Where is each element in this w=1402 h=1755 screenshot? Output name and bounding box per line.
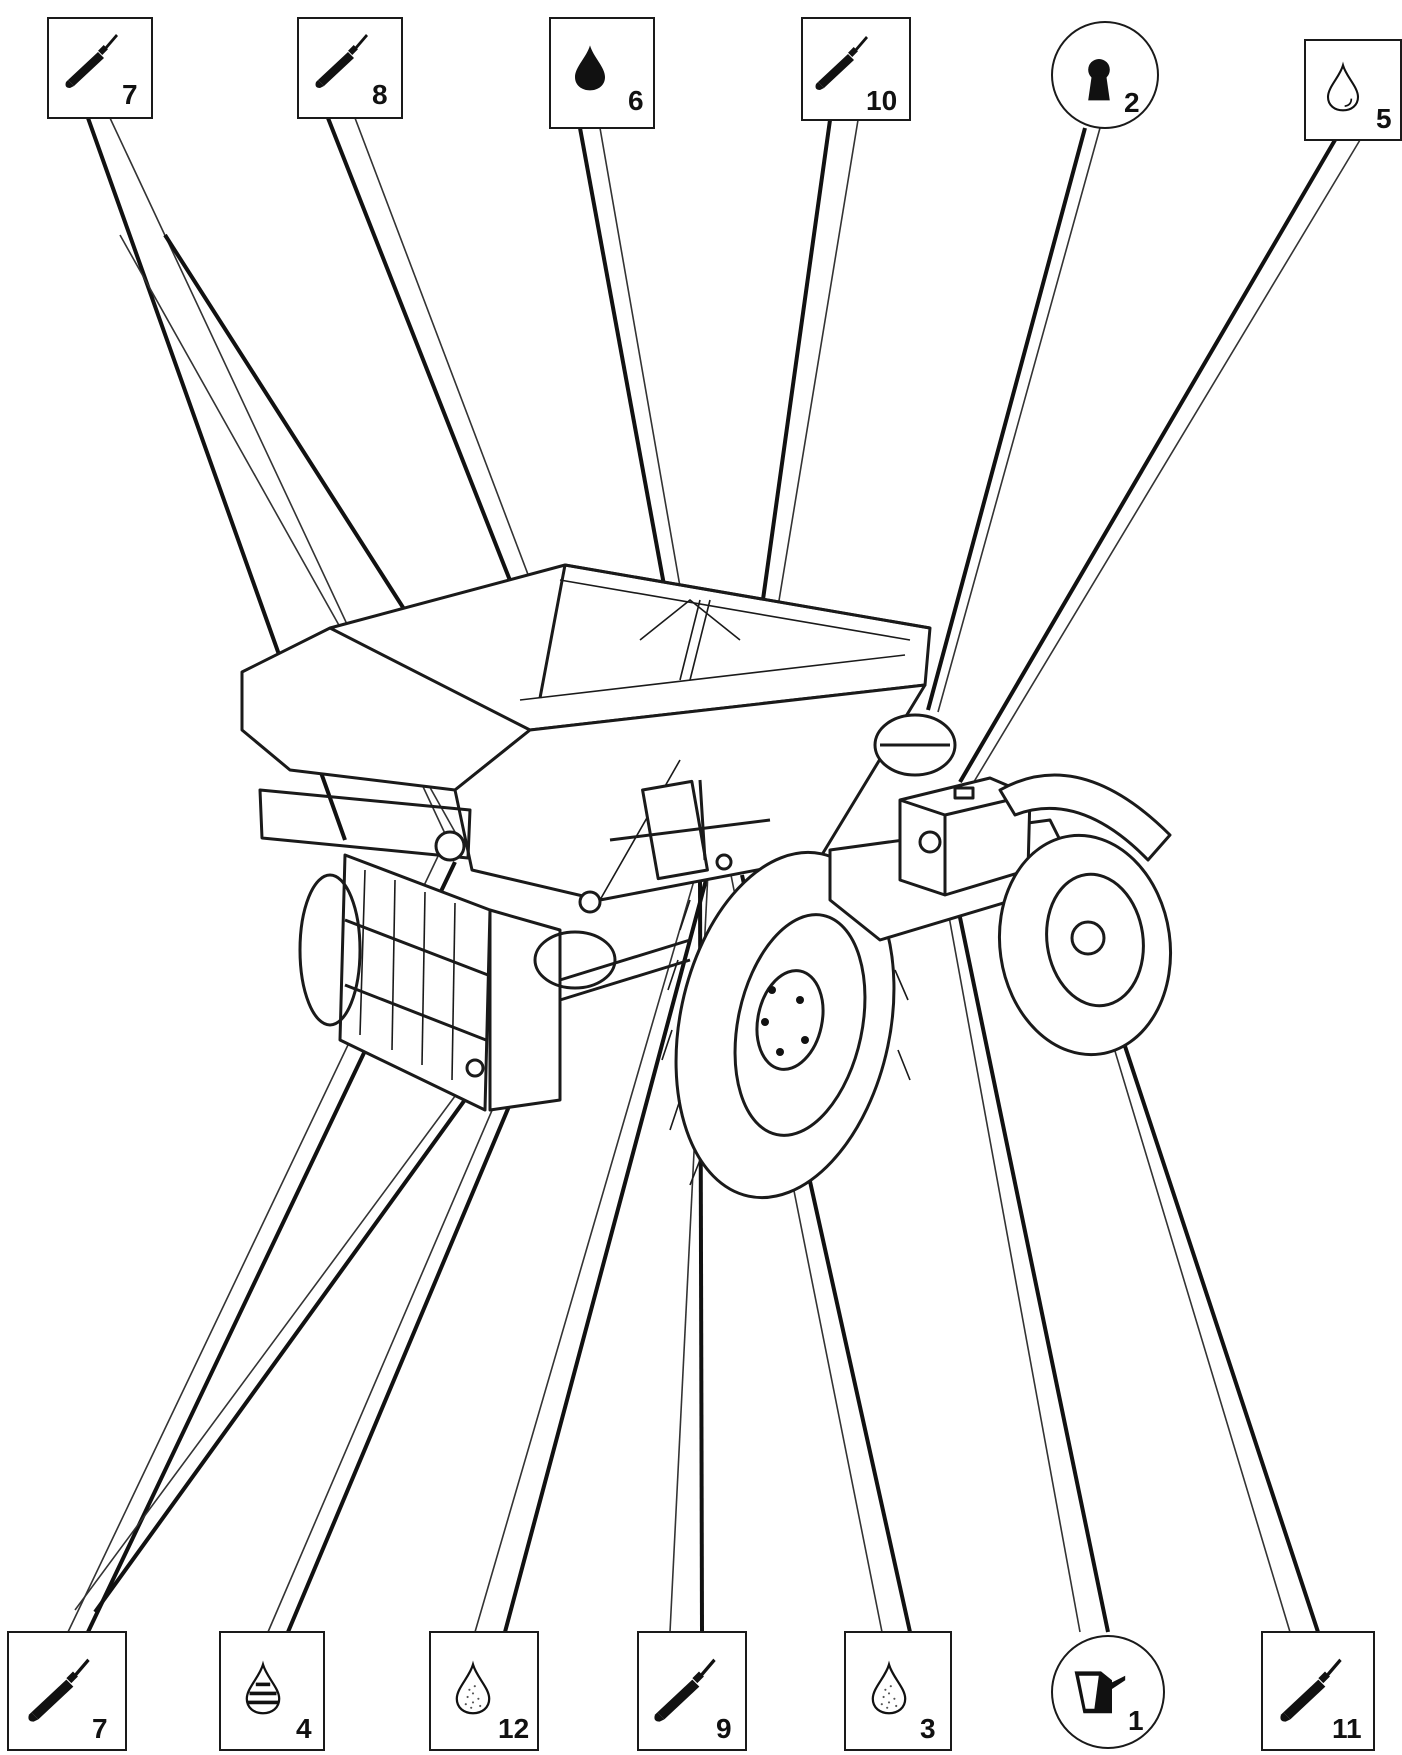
label-bottom-9: 9 [637, 1631, 747, 1751]
label-bottom-7: 7 [7, 1631, 127, 1751]
label-number: 12 [498, 1713, 529, 1744]
label-number: 7 [122, 79, 138, 110]
label-number: 4 [296, 1713, 312, 1744]
label-top-10: 10 [801, 17, 911, 121]
label-number: 8 [372, 79, 388, 110]
label-bottom-12: 12 [429, 1631, 539, 1751]
label-number: 5 [1376, 103, 1392, 134]
label-top-8: 8 [297, 17, 403, 119]
label-number: 1 [1128, 1705, 1144, 1736]
label-number: 9 [716, 1713, 732, 1744]
label-bottom-11: 11 [1261, 1631, 1375, 1751]
label-top-7: 7 [47, 17, 153, 119]
label-top-6: 6 [549, 17, 655, 129]
label-bottom-4: 4 [219, 1631, 325, 1751]
label-bottom-3: 3 [844, 1631, 952, 1751]
fertilizer-spreader-machine [240, 563, 1173, 1200]
label-number: 2 [1124, 87, 1140, 118]
label-bottom-1: 1 [1051, 1635, 1165, 1749]
keyhole-icon [1088, 59, 1110, 101]
label-number: 6 [628, 85, 644, 116]
label-top-5: 5 [1304, 39, 1402, 141]
label-number: 3 [920, 1713, 936, 1744]
label-number: 7 [92, 1713, 108, 1744]
label-number: 11 [1332, 1713, 1362, 1744]
label-number: 10 [866, 85, 897, 116]
label-top-2: 2 [1051, 21, 1159, 129]
